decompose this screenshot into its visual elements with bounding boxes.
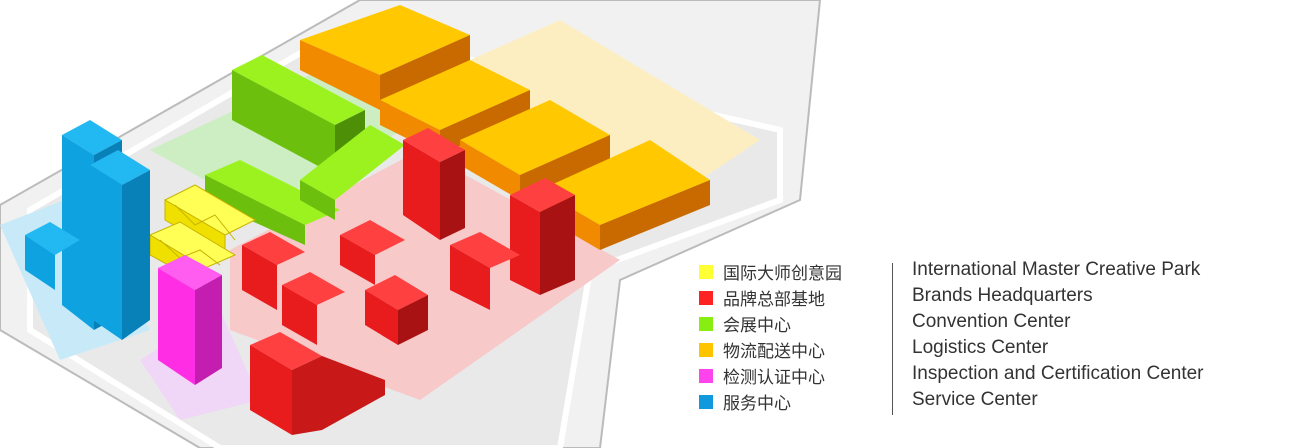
orange-swatch-icon xyxy=(699,343,713,357)
legend-label-en: Brands Headquarters xyxy=(912,285,1093,306)
inspection-center-building xyxy=(158,255,222,385)
legend-label-zh: 物流配送中心 xyxy=(723,342,825,362)
legend-label-zh: 会展中心 xyxy=(723,316,791,336)
red-swatch-icon xyxy=(699,291,713,305)
legend-label-en: International Master Creative Park xyxy=(912,259,1201,280)
magenta-swatch-icon xyxy=(699,369,713,383)
legend-label-en: Convention Center xyxy=(912,311,1071,332)
convention-buildings xyxy=(205,55,405,245)
legend-label-zh: 品牌总部基地 xyxy=(723,290,825,310)
legend-label-zh: 国际大师创意园 xyxy=(723,264,842,284)
green-swatch-icon xyxy=(699,317,713,331)
legend-label-zh: 检测认证中心 xyxy=(723,368,825,388)
brands-hq-buildings xyxy=(242,128,575,435)
legend-label-en: Service Center xyxy=(912,389,1038,410)
yellow-swatch-icon xyxy=(699,265,713,279)
service-center-buildings xyxy=(25,120,150,340)
legend-label-zh: 服务中心 xyxy=(723,394,791,414)
legend-divider xyxy=(892,263,893,415)
legend-label-en: Logistics Center xyxy=(912,337,1049,358)
blue-swatch-icon xyxy=(699,395,713,409)
logistics-buildings xyxy=(300,5,710,250)
legend-label-en: Inspection and Certification Center xyxy=(912,363,1204,384)
